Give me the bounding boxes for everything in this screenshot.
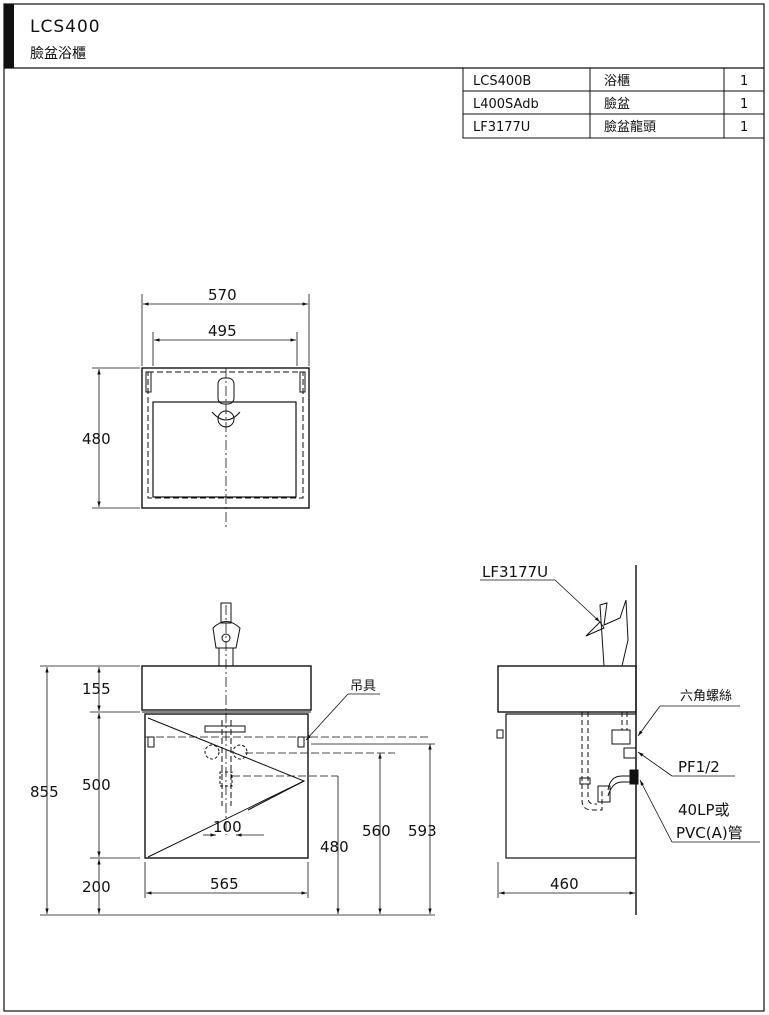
- part-qty: 1: [740, 97, 748, 112]
- parts-table: [462, 67, 765, 139]
- part-desc: 浴櫃: [604, 74, 630, 89]
- dim-leg-height: 200: [82, 878, 111, 896]
- dim-basin-height: 155: [82, 680, 111, 698]
- title-block: LCS400 臉盆浴櫃: [3, 3, 765, 1012]
- part-qty: 1: [740, 120, 748, 135]
- dim-drain-offset: 100: [213, 818, 242, 836]
- model-title: LCS400: [30, 17, 101, 37]
- dim-top-width-outer: 570: [208, 286, 237, 304]
- dim-cabinet-height: 500: [82, 776, 111, 794]
- dim-h-480: 480: [320, 838, 349, 856]
- pipe-label-1: 40LP或: [678, 801, 730, 819]
- dim-h-560: 560: [362, 822, 391, 840]
- pipe-label-2: PVC(A)管: [676, 824, 743, 842]
- part-desc: 臉盆龍頭: [604, 119, 656, 135]
- dim-top-depth: 480: [82, 430, 111, 448]
- dim-h-593: 593: [408, 822, 437, 840]
- dim-cabinet-width: 565: [210, 875, 239, 893]
- top-view: [92, 294, 310, 530]
- pf-label: PF1/2: [678, 758, 720, 776]
- parts-table-row: LF3177U 臉盆龍頭 1: [473, 119, 748, 135]
- parts-table-row: L400SAdb 臉盆 1: [473, 97, 748, 112]
- dim-side-depth: 460: [550, 875, 579, 893]
- part-qty: 1: [740, 74, 748, 89]
- parts-table-row: LCS400B 浴櫃 1: [473, 74, 748, 89]
- faucet-label: LF3177U: [482, 563, 548, 581]
- dim-total-height: 855: [30, 783, 59, 801]
- part-code: L400SAdb: [473, 97, 539, 112]
- front-view: [40, 602, 435, 916]
- part-code: LF3177U: [473, 120, 530, 135]
- product-name: 臉盆浴櫃: [30, 46, 86, 62]
- dim-top-width-inner: 495: [208, 322, 237, 340]
- hex-screw-label: 六角螺絲: [680, 689, 732, 704]
- hanger-label: 吊具: [350, 679, 376, 694]
- part-desc: 臉盆: [604, 97, 630, 112]
- side-view: [480, 565, 760, 915]
- part-code: LCS400B: [473, 74, 531, 89]
